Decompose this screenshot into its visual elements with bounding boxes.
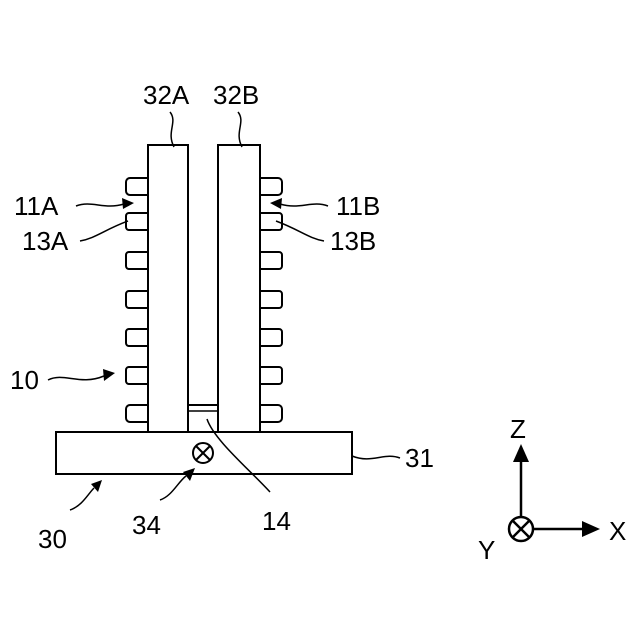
x-axis-arrow-icon [582, 521, 600, 537]
leader-30 [70, 488, 94, 510]
label-11b: 11B [336, 191, 380, 221]
leader-13a [80, 221, 128, 241]
label-11a: 11A [14, 191, 59, 221]
leader-11b [280, 204, 328, 206]
leader-34 [160, 476, 186, 500]
leader-32b [238, 112, 242, 147]
axis-label-x: X [609, 516, 626, 546]
z-axis-arrow-icon [513, 444, 529, 462]
leader-32a [170, 112, 174, 147]
label-14: 14 [262, 506, 291, 536]
label-32b: 32B [213, 80, 259, 110]
gap-member-14 [188, 405, 218, 432]
label-10: 10 [10, 365, 39, 395]
label-13a: 13A [22, 226, 69, 256]
leader-11a [76, 204, 124, 206]
core-leg-32b [218, 145, 260, 432]
label-13b: 13B [330, 226, 376, 256]
label-30: 30 [38, 524, 67, 554]
y-axis-into-page-icon [509, 517, 533, 541]
arrowhead-10 [103, 369, 115, 381]
arrowhead-11b [270, 198, 282, 209]
label-31: 31 [405, 443, 434, 473]
leader-10 [48, 376, 104, 380]
label-32a: 32A [143, 80, 190, 110]
current-into-page-icon [193, 443, 213, 463]
arrowhead-11a [122, 198, 134, 209]
axis-label-z: Z [510, 414, 526, 444]
axis-label-y: Y [478, 535, 495, 565]
core-leg-32a [148, 145, 188, 432]
coordinate-axes: Z X Y [478, 414, 626, 565]
label-34: 34 [132, 510, 161, 540]
leader-31 [352, 456, 400, 459]
leader-13b [276, 221, 324, 241]
